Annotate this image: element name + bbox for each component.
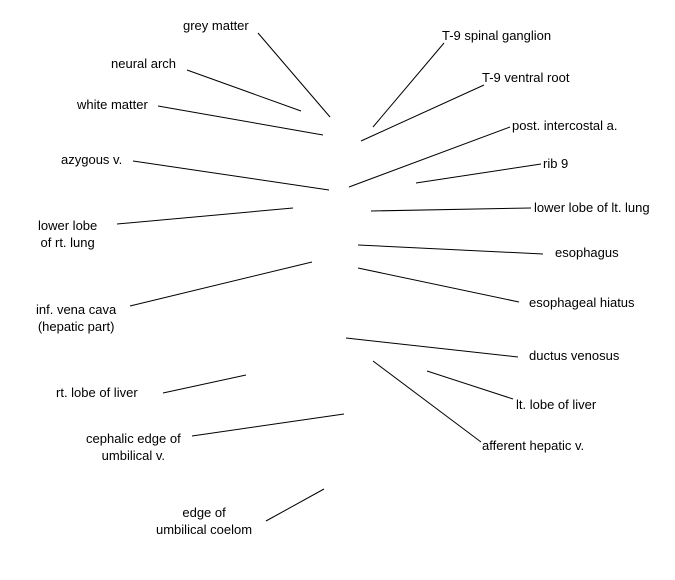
leader-white-matter (157, 105, 324, 136)
label-cephalic-edge-umbilical-v: cephalic edge of umbilical v. (86, 430, 181, 464)
leader-esophagus (357, 244, 544, 255)
label-post-intercostal-a: post. intercostal a. (512, 118, 618, 133)
label-rib-9: rib 9 (543, 156, 569, 171)
leader-afferent-hepatic-v (372, 360, 482, 443)
leader-azygous-v (132, 160, 330, 191)
label-neural-arch: neural arch (111, 56, 177, 71)
label-inf-vena-cava: inf. vena cava (hepatic part) (36, 301, 116, 335)
leader-t9-spinal-ganglion (372, 42, 445, 128)
leader-rib-9 (415, 163, 542, 184)
label-esophageal-hiatus: esophageal hiatus (529, 295, 635, 310)
label-t9-spinal-ganglion: T-9 spinal ganglion (442, 28, 552, 43)
label-edge-umbilical-coelom: edge of umbilical coelom (156, 504, 252, 538)
label-line: cephalic edge of (86, 431, 181, 446)
leader-neural-arch (186, 69, 302, 112)
label-lt-lobe-liver: lt. lobe of liver (516, 397, 597, 412)
label-line: lower lobe (38, 218, 98, 233)
label-ductus-venosus: ductus venosus (529, 348, 620, 363)
label-line: edge of (182, 505, 226, 520)
leader-inf-vena-cava (129, 261, 313, 307)
leader-post-intercostal-a (348, 126, 511, 188)
label-grey-matter: grey matter (183, 18, 249, 33)
leader-rt-lobe-liver (162, 374, 247, 394)
label-line: of rt. lung (40, 235, 95, 250)
leader-lower-lobe-rt-lung (116, 207, 294, 225)
label-line: inf. vena cava (36, 302, 117, 317)
label-azygous-v: azygous v. (61, 152, 123, 167)
leader-lt-lobe-liver (426, 370, 514, 400)
label-t9-ventral-root: T-9 ventral root (482, 70, 570, 85)
leader-ductus-venosus (345, 337, 519, 358)
label-lower-lobe-rt-lung: lower lobe of rt. lung (38, 217, 97, 251)
label-afferent-hepatic-v: afferent hepatic v. (482, 438, 585, 453)
leader-edge-umbilical-coelom (265, 488, 325, 522)
leader-lower-lobe-lt-lung (370, 207, 532, 212)
leader-t9-ventral-root (360, 84, 485, 142)
label-esophagus: esophagus (555, 245, 619, 260)
label-line: (hepatic part) (37, 319, 115, 334)
leader-esophageal-hiatus (357, 267, 520, 303)
leader-grey-matter (257, 32, 331, 118)
label-rt-lobe-liver: rt. lobe of liver (56, 385, 138, 400)
label-line: umbilical coelom (156, 522, 253, 537)
label-line: umbilical v. (101, 448, 166, 463)
label-lower-lobe-lt-lung: lower lobe of lt. lung (534, 200, 650, 215)
label-white-matter: white matter (77, 97, 148, 112)
leader-cephalic-edge-umbilical-v (191, 413, 345, 437)
